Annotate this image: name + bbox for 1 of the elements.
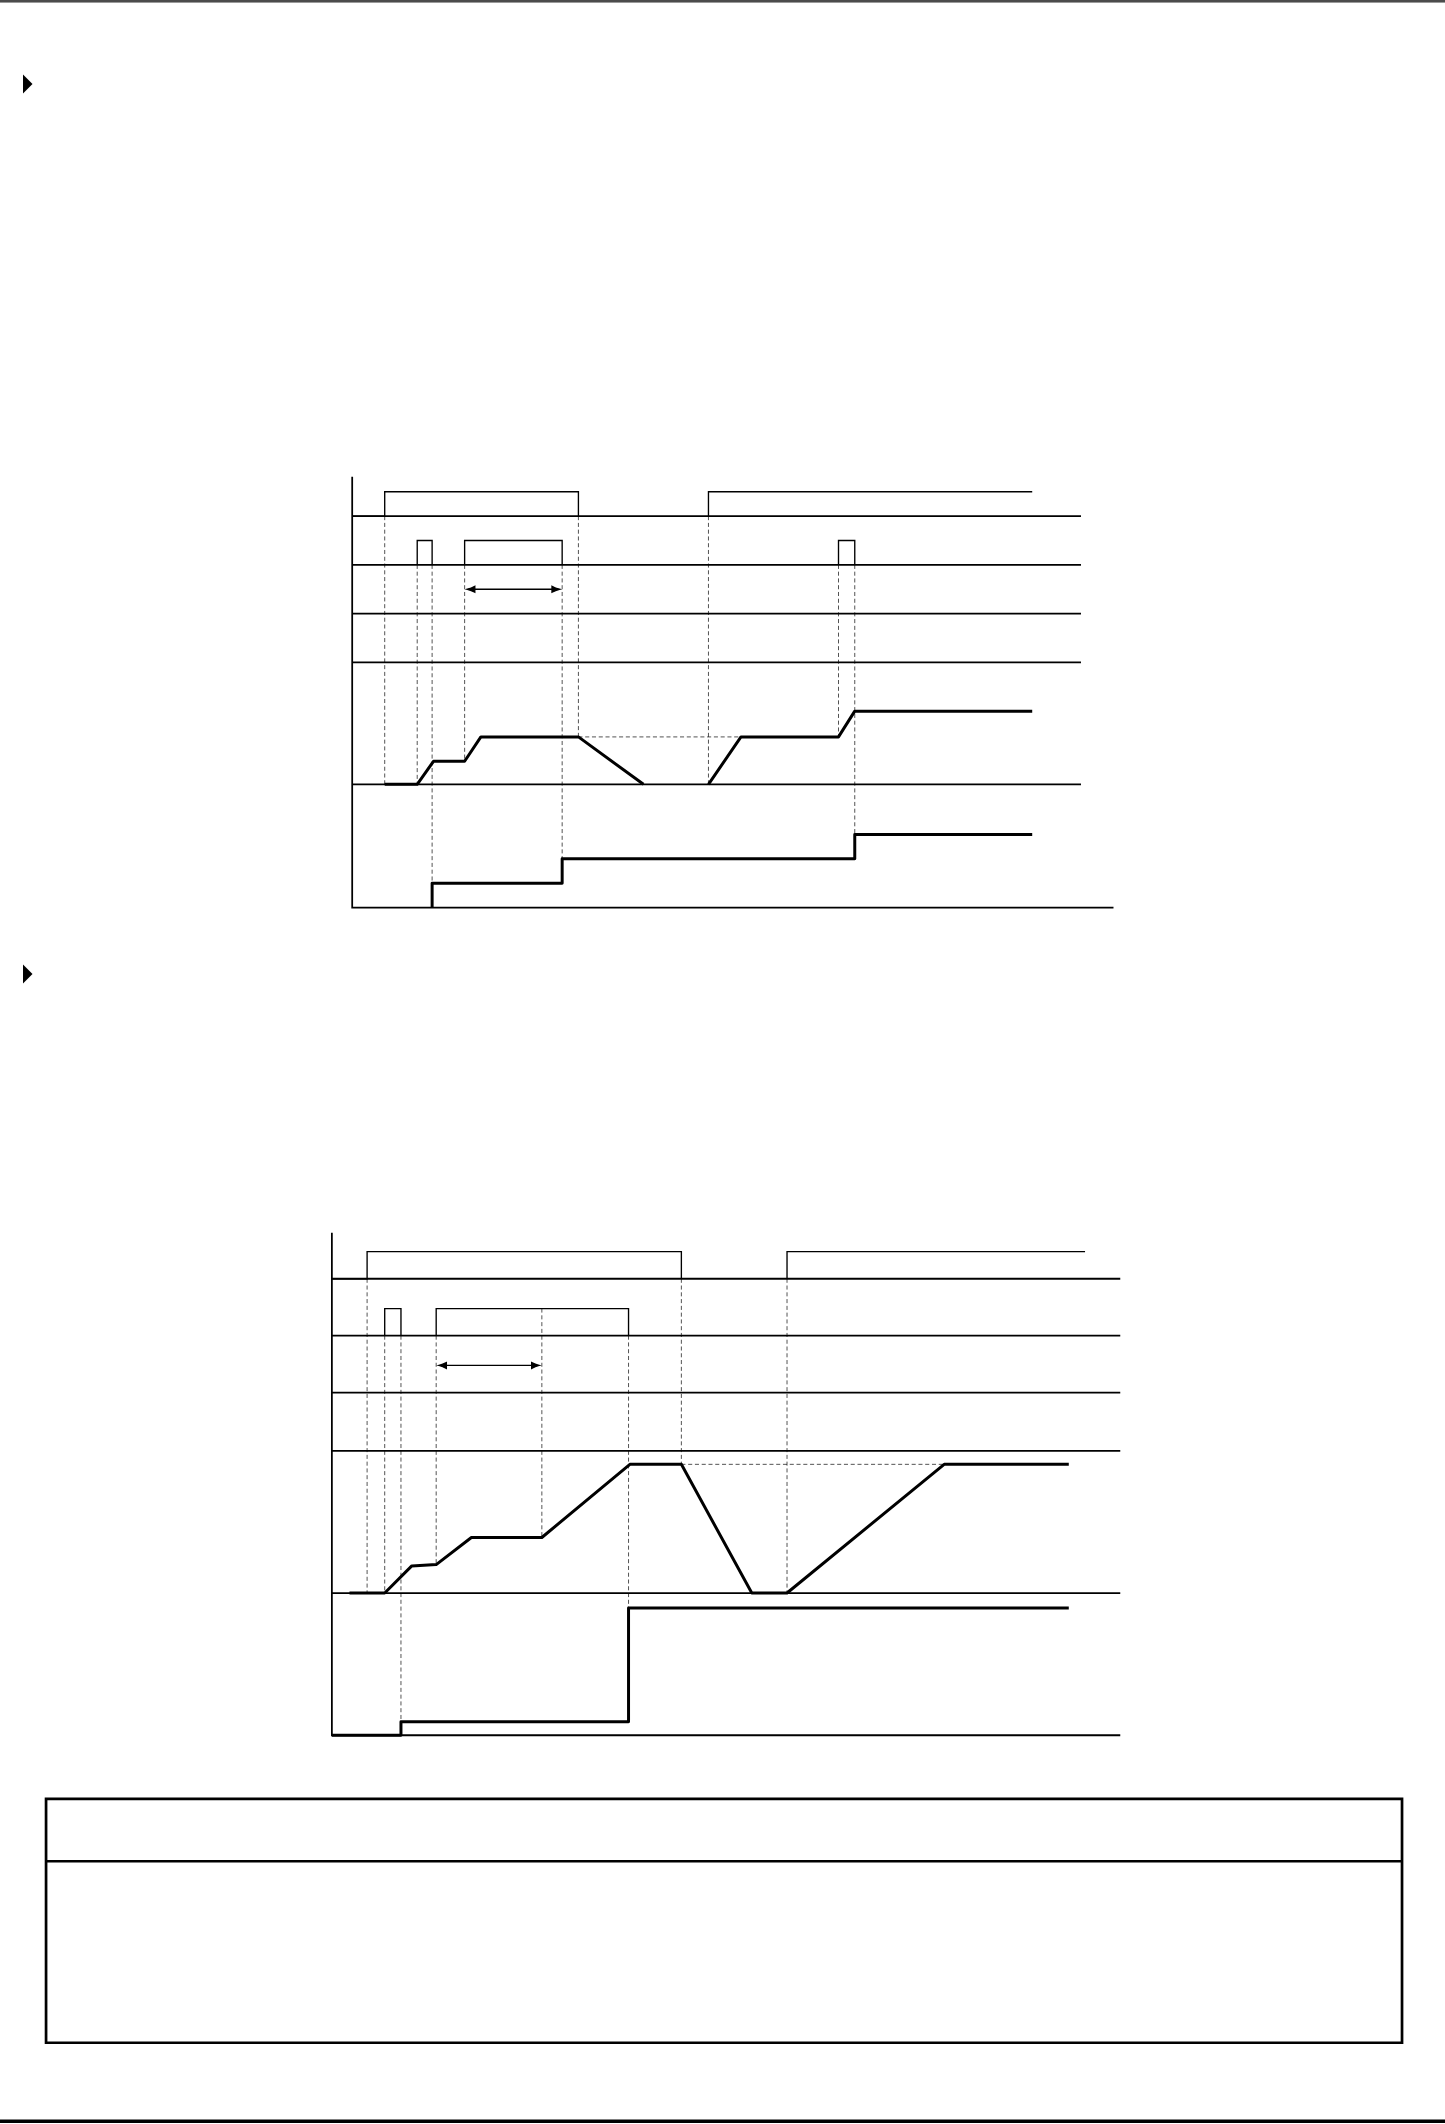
table-box xyxy=(44,1797,1404,2045)
